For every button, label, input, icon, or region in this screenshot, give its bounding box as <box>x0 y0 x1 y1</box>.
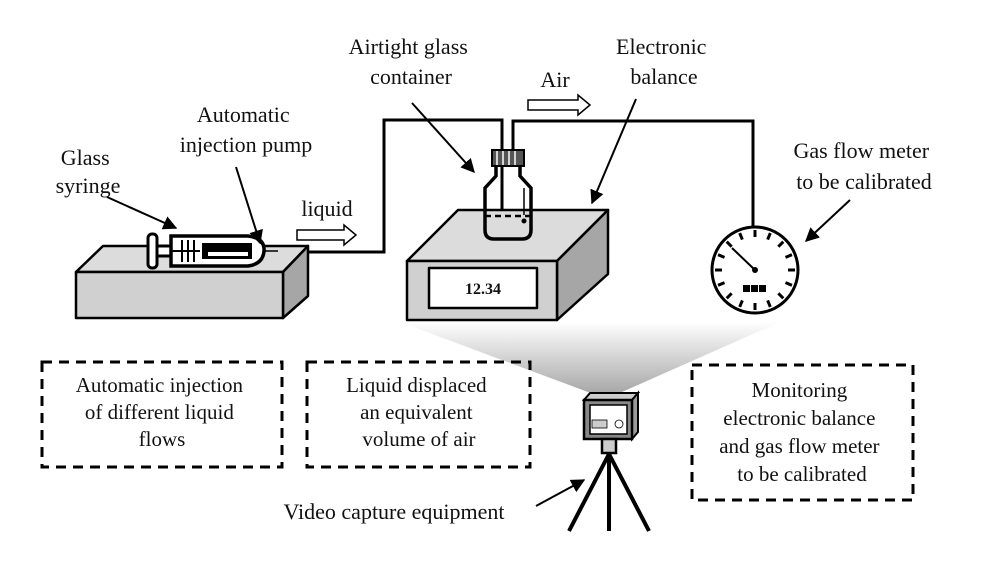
label-gas-flow-meter: Gas flow meter to be calibrated <box>793 138 934 194</box>
gas-flow-meter-icon <box>710 225 800 315</box>
gauge-tick <box>717 253 726 259</box>
note-text-displacement: Liquid displaced an equivalent volume of… <box>346 373 492 451</box>
gauge-tick <box>738 232 744 241</box>
gauge-tick <box>725 240 733 248</box>
camera-view-beam <box>400 322 780 392</box>
label-liquid: liquid <box>301 196 352 221</box>
note-box-displacement <box>305 360 532 469</box>
glass-syringe-icon <box>146 232 278 270</box>
label-air: Air <box>540 67 570 92</box>
gauge-tick <box>784 281 793 287</box>
gauge-tick <box>766 299 772 308</box>
label-electronic-balance: Electronic balance <box>616 34 712 89</box>
tripod <box>567 453 651 532</box>
balance-display: 12.34 <box>465 281 501 298</box>
gauge-tick <box>725 292 733 300</box>
air-flow-arrow <box>527 93 592 117</box>
label-glass-syringe: Glass syringe <box>56 145 121 198</box>
gauge-tick <box>777 240 785 248</box>
label-injection-pump: Automatic injection pump <box>180 102 313 157</box>
airtight-glass-container <box>483 149 533 241</box>
label-airtight-container: Airtight glass container <box>349 34 474 89</box>
note-box-monitoring <box>690 363 915 502</box>
note-text-monitoring: Monitoring electronic balance and gas fl… <box>719 378 885 486</box>
electronic-balance <box>405 208 610 322</box>
label-video-capture: Video capture equipment <box>283 499 504 524</box>
liquid-flow-arrow <box>296 223 358 247</box>
pointer-arrows <box>106 98 851 507</box>
gauge-tick <box>717 281 726 287</box>
gauge-tick <box>777 292 785 300</box>
gauge-tick <box>738 299 744 308</box>
gauge-tick <box>784 253 793 259</box>
video-camera-icon <box>581 390 641 455</box>
note-text-injection: Automatic injection of different liquid … <box>76 373 249 451</box>
gauge-tick <box>766 232 772 241</box>
note-box-injection <box>40 360 284 469</box>
